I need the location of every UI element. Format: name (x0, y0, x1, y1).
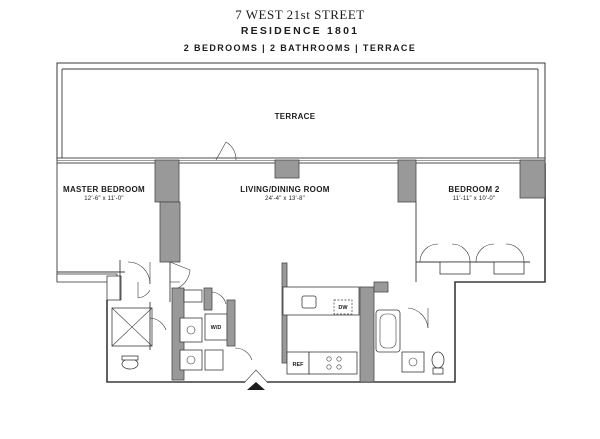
entry (244, 369, 268, 390)
terrace-label: TERRACE (275, 112, 316, 121)
bedroom-2-label: BEDROOM 2 (448, 185, 499, 194)
living-dining-dims: 24'-4" x 13'-8" (265, 196, 305, 202)
master-bedroom-label: MASTER BEDROOM (63, 185, 145, 194)
master-bedroom-dims: 12'-6" x 11'-0" (84, 196, 123, 202)
living-dining-label: LIVING/DINING ROOM (240, 185, 329, 194)
utility-core (171, 287, 253, 381)
bedroom-2-dims: 11'-11" x 10'-0" (453, 196, 496, 202)
refrigerator-label: REF (293, 362, 305, 368)
bedroom-2-closets (415, 202, 530, 282)
residence-title: RESIDENCE 1801 (240, 25, 360, 37)
building-address: 7 WEST 21st STREET (235, 7, 365, 22)
second-bath (373, 281, 445, 375)
exterior-walls (56, 163, 546, 383)
dishwasher-label: DW (338, 305, 348, 311)
terrace-door-swing (215, 141, 237, 161)
washer-dryer-label: W/D (211, 325, 222, 331)
unit-summary: 2 BEDROOMS | 2 BATHROOMS | TERRACE (183, 43, 417, 53)
window-wall (56, 157, 546, 164)
kitchen (282, 286, 375, 383)
master-bath (111, 302, 167, 370)
master-bedroom-partitions (56, 260, 191, 302)
structural-columns (154, 159, 546, 364)
